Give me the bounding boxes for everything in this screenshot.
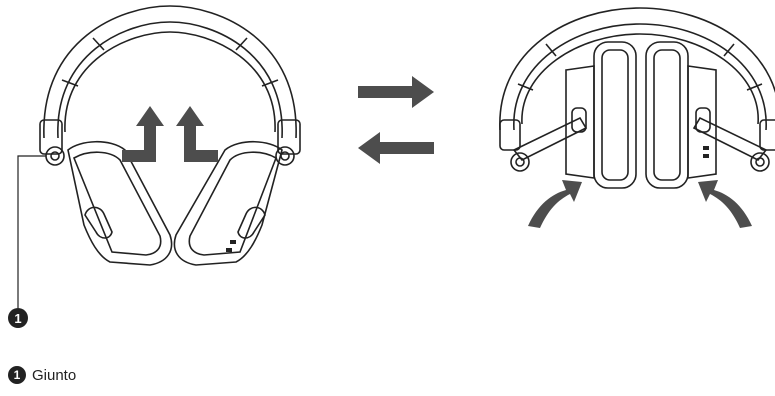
curved-arrow-left-icon [528, 180, 582, 228]
folded-left-cup [593, 41, 637, 189]
left-joint [45, 146, 65, 166]
right-ear-cup [173, 140, 283, 266]
curved-arrow-right-icon [698, 180, 752, 228]
legend: 1 Giunto [8, 366, 76, 384]
left-ear-cup [67, 140, 173, 266]
up-arrows [122, 106, 218, 162]
arrow-right-icon [358, 76, 434, 108]
up-arrow-right-icon [176, 106, 218, 162]
callout-line [17, 155, 46, 308]
callout-badge [8, 308, 28, 328]
legend-number-badge: 1 [8, 366, 26, 384]
headband [43, 5, 297, 139]
fold-arrows [528, 180, 752, 228]
folded-headphones [499, 7, 775, 189]
folded-headband [499, 7, 775, 131]
legend-label: Giunto [32, 366, 77, 384]
folded-right-cup [645, 41, 689, 189]
callout-number: 1 [14, 311, 21, 326]
right-joint [275, 146, 295, 166]
arrow-left-icon [358, 132, 434, 164]
open-headphones [39, 5, 301, 266]
transition-arrows [358, 76, 434, 164]
up-arrow-left-icon [122, 106, 164, 162]
